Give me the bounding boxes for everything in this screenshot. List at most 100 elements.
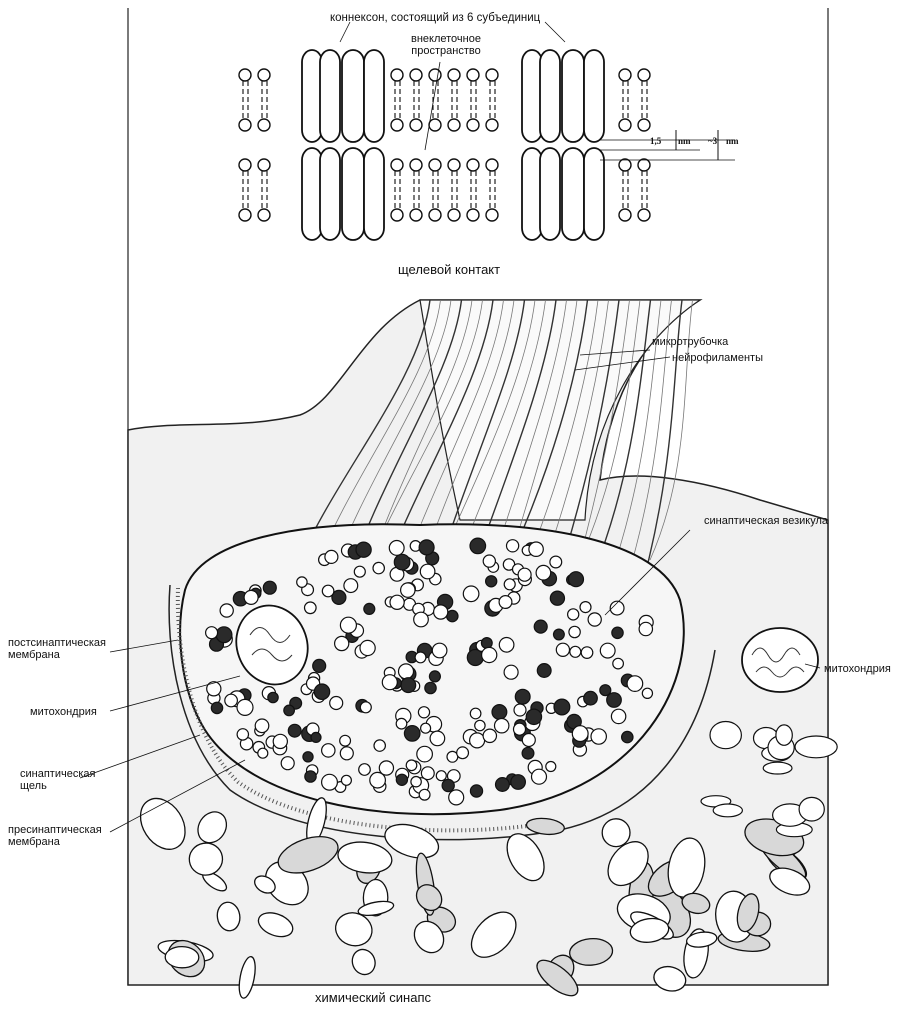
synaptic-vesicle <box>418 707 429 718</box>
synaptic-vesicle <box>591 729 606 744</box>
connexon-subunit <box>522 148 542 240</box>
synaptic-vesicle <box>425 682 436 693</box>
lipid-head <box>391 209 403 221</box>
connexon-subunit <box>320 50 340 142</box>
synaptic-vesicle <box>364 603 375 614</box>
synaptic-vesicle <box>554 629 565 640</box>
synaptic-vesicle <box>359 764 371 776</box>
synaptic-vesicle <box>311 732 321 742</box>
synaptic-vesicle <box>237 729 248 740</box>
synaptic-vesicle <box>237 699 253 715</box>
synaptic-vesicle <box>305 602 317 614</box>
synaptic-vesicle <box>436 771 446 781</box>
synaptic-vesicle <box>554 699 570 715</box>
connexon-subunit <box>302 50 322 142</box>
synaptic-vesicle <box>569 626 580 637</box>
extracellular-label: внеклеточное пространство <box>400 33 492 57</box>
lipid-head <box>486 119 498 131</box>
synaptic-vesicle <box>255 719 269 733</box>
synaptic-vesicle <box>515 689 530 704</box>
synaptic-vesicle <box>429 671 440 682</box>
tissue-blob <box>776 725 792 745</box>
synaptic-vesicle <box>499 596 512 609</box>
postsynaptic-membrane-label: постсинаптическая мембрана <box>8 637 106 661</box>
connexon-subunit <box>562 148 584 240</box>
synaptic-vesicle <box>401 583 415 597</box>
synaptic-vesicle <box>313 659 326 672</box>
synaptic-vesicle <box>550 556 562 568</box>
lipid-head <box>239 119 251 131</box>
synaptic-vesicle <box>322 774 338 790</box>
synaptic-vesicle <box>206 627 218 639</box>
synaptic-vesicle <box>613 658 624 669</box>
synaptic-vesicle <box>482 647 497 662</box>
synaptic-vesicle <box>335 636 349 650</box>
lipid-head <box>258 159 270 171</box>
synaptic-vesicle <box>288 724 301 737</box>
dimension-1-value: 1,5 <box>650 135 661 147</box>
lipid-head <box>448 209 460 221</box>
lipid-head <box>619 159 631 171</box>
synaptic-vesicle <box>305 771 316 782</box>
synaptic-vesicle <box>406 760 417 771</box>
lipid-head <box>467 159 479 171</box>
synaptic-vesicle <box>303 752 313 762</box>
connexon-subunit <box>302 148 322 240</box>
synaptic-vesicle <box>496 778 510 792</box>
synaptic-vesicle <box>325 550 338 563</box>
connexon-label: коннексон, состоящий из 6 субъединиц <box>330 12 540 24</box>
lipid-head <box>429 119 441 131</box>
synaptic-vesicle <box>511 775 526 790</box>
synaptic-vesicle <box>374 740 385 751</box>
lipid-head <box>410 159 422 171</box>
synaptic-vesicle <box>284 705 295 716</box>
connexon-leader-left <box>340 22 350 42</box>
lipid-head <box>619 69 631 81</box>
lipid-head <box>467 69 479 81</box>
lipid-head <box>486 69 498 81</box>
synaptic-vesicle <box>390 595 404 609</box>
connexon-subunit <box>364 50 384 142</box>
synaptic-vesicle <box>612 627 623 638</box>
synaptic-vesicle <box>220 604 233 617</box>
synaptic-vesicle <box>419 540 434 555</box>
lipid-head <box>410 209 422 221</box>
synaptic-vesicle <box>492 705 507 720</box>
lipid-head <box>448 69 460 81</box>
connexon-subunit <box>540 148 560 240</box>
synaptic-vesicle <box>207 682 221 696</box>
mitochondrion-left-label: митохондрия <box>30 706 97 718</box>
lipid-head <box>258 69 270 81</box>
synaptic-vesicle <box>463 586 479 602</box>
neurofilaments-label: нейрофиламенты <box>672 352 763 364</box>
synaptic-vesicle <box>340 617 356 633</box>
dimension-2-unit: nm <box>726 135 739 147</box>
connexon-subunit <box>584 148 604 240</box>
synaptic-vesicle <box>420 564 435 579</box>
connexon-leader-right <box>545 22 565 42</box>
synaptic-vesicle <box>504 665 518 679</box>
synaptic-vesicle <box>580 602 591 613</box>
synaptic-vesicle <box>526 709 541 724</box>
lipid-head <box>429 69 441 81</box>
dimension-2-value: ~3 <box>708 135 717 147</box>
synaptic-vesicle <box>373 562 384 573</box>
synaptic-vesicle <box>432 643 447 658</box>
synaptic-vesicle <box>399 664 414 679</box>
tissue-blob <box>602 819 630 847</box>
lipid-head <box>429 209 441 221</box>
lipid-head <box>486 209 498 221</box>
synaptic-vesicle <box>470 785 482 797</box>
synaptic-vesicle <box>442 779 454 791</box>
synaptic-vesicle <box>611 709 625 723</box>
synaptic-vesicle <box>600 643 615 658</box>
synaptic-vesicle <box>411 777 421 787</box>
synaptic-vesicle <box>518 568 531 581</box>
synaptic-vesicle <box>622 731 633 742</box>
synaptic-vesicle <box>354 566 365 577</box>
synaptic-vesicle <box>344 579 358 593</box>
lipid-head <box>239 159 251 171</box>
lipid-head <box>391 119 403 131</box>
lipid-head <box>448 159 460 171</box>
synaptic-vesicle <box>421 767 434 780</box>
